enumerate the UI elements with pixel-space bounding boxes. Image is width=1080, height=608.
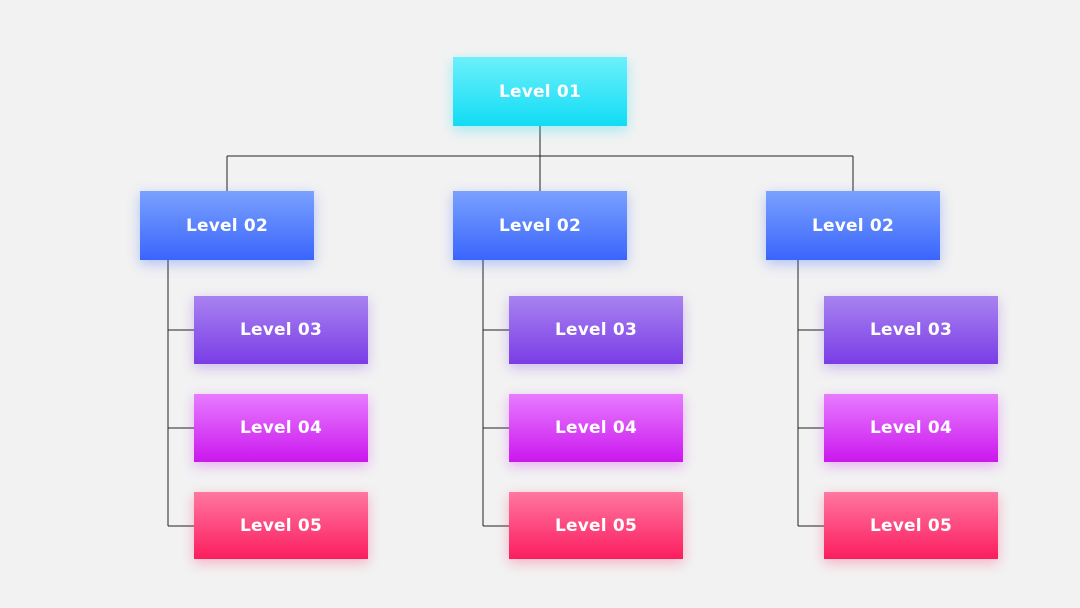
node-level-05: Level 05 [824,492,998,559]
node-level-02: Level 02 [766,191,940,260]
node-level-02: Level 02 [453,191,627,260]
node-level-04: Level 04 [509,394,683,462]
node-level-03: Level 03 [194,296,368,364]
node-level-05: Level 05 [509,492,683,559]
node-label: Level 04 [555,418,637,438]
node-level-03: Level 03 [509,296,683,364]
node-label: Level 03 [240,320,322,340]
node-label: Level 05 [870,515,952,536]
node-label: Level 03 [870,320,952,340]
node-label: Level 02 [812,215,894,236]
node-label: Level 02 [499,215,581,236]
node-label: Level 05 [555,515,637,536]
node-level-02: Level 02 [140,191,314,260]
node-level-01: Level 01 [453,57,627,126]
node-level-04: Level 04 [194,394,368,462]
node-label: Level 04 [240,418,322,438]
node-label: Level 02 [186,215,268,236]
node-label: Level 05 [240,515,322,536]
node-label: Level 01 [499,81,581,102]
node-level-03: Level 03 [824,296,998,364]
node-level-05: Level 05 [194,492,368,559]
node-label: Level 03 [555,320,637,340]
node-level-04: Level 04 [824,394,998,462]
node-label: Level 04 [870,418,952,438]
